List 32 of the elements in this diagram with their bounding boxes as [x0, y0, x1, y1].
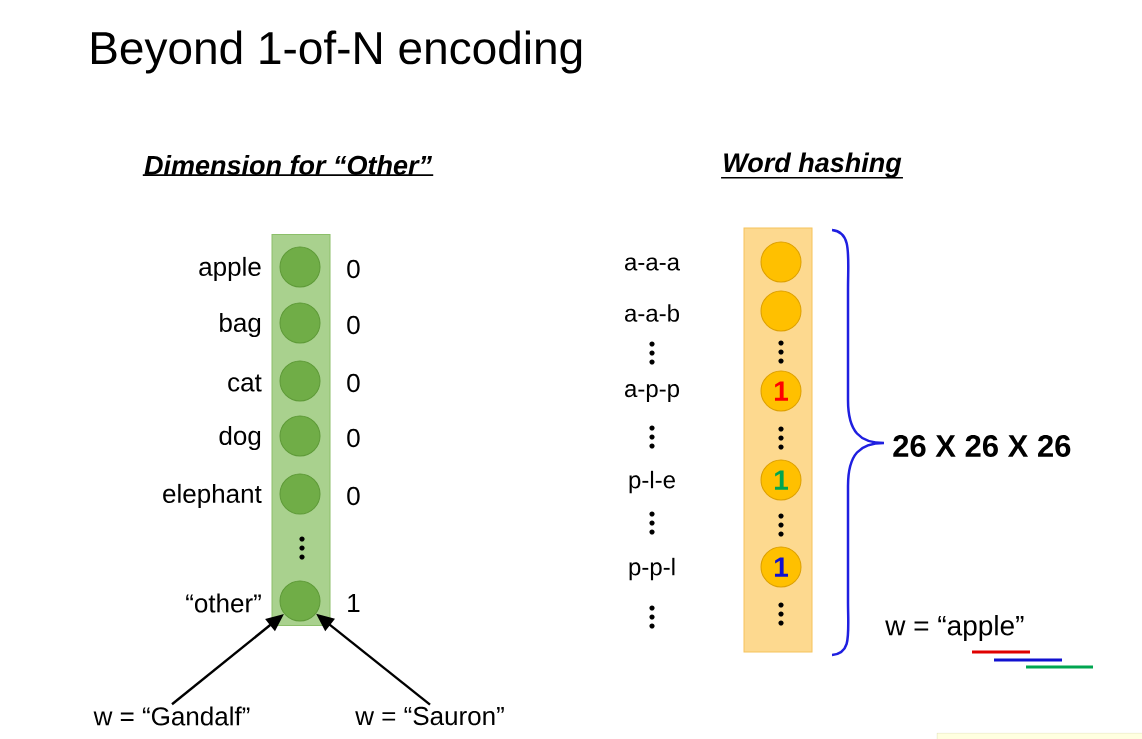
word-label: a-p-p [625, 384, 679, 402]
neuron-circle [279, 360, 321, 402]
value-label: 0 [347, 259, 360, 279]
word-label: p-p-l [629, 557, 675, 581]
value-label: 0 [347, 373, 360, 393]
word-label: a-a-b [625, 304, 679, 322]
word-label: p-l-e [629, 470, 675, 494]
word-label: apple [199, 256, 261, 282]
value-label: 0 [347, 486, 360, 506]
underlined-heading: Dimension for “Other” [142, 155, 435, 176]
neuron-circle [760, 290, 802, 332]
value-label: 0 [347, 428, 360, 448]
word-label: elephant [163, 483, 262, 509]
neuron-circle [279, 415, 321, 457]
value-label: 0 [347, 315, 360, 335]
dimension-label: 26 X 26 X 26 [893, 435, 1071, 457]
word-label: dog [219, 425, 261, 451]
word-label: w = “Sauron” [355, 706, 504, 726]
word-label: w = “Gandalf” [93, 706, 250, 726]
word-label: bag [220, 312, 261, 338]
value-label: 1 [348, 594, 360, 612]
underlined-heading: Word hashing [720, 152, 904, 179]
neuron-circle [760, 241, 802, 283]
word-label: cat [228, 374, 262, 392]
word-label: a-a-a [625, 257, 680, 271]
neuron-circle [279, 246, 321, 288]
word-label: “other” [186, 593, 261, 613]
neuron-circle [279, 302, 321, 344]
neuron-circle [279, 473, 321, 515]
neuron-circle [279, 580, 321, 622]
word-label: w = “apple” [885, 614, 1024, 642]
title: Beyond 1-of-N encoding [92, 30, 582, 74]
